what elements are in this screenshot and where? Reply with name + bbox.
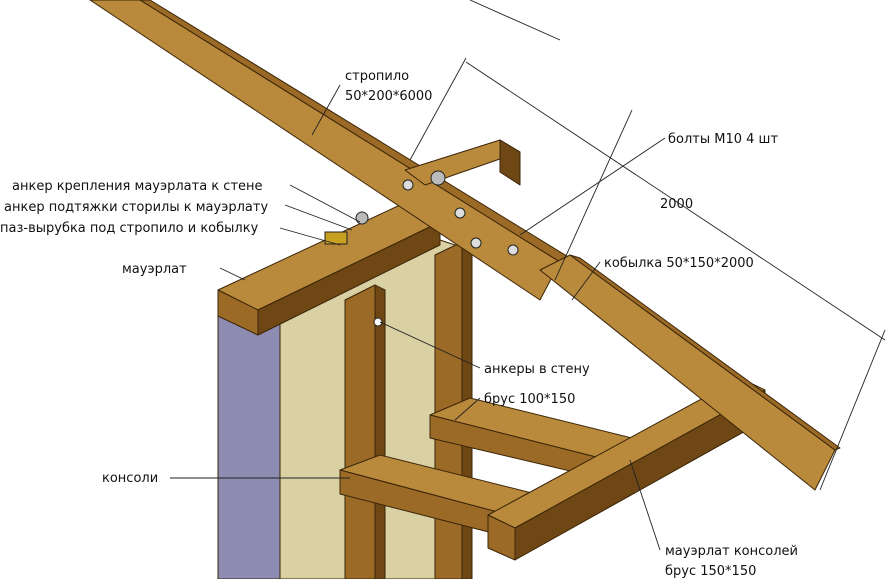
label-console-mauerlat: мауэрлат консолей <box>665 544 798 559</box>
washer-icon <box>430 170 446 186</box>
leader-console-mauerlat <box>629 459 661 551</box>
label-console-beam: брус 150*150 <box>665 564 756 579</box>
leader-kobylka <box>571 261 601 301</box>
leader-rafter <box>311 84 341 136</box>
label-dimension: 2000 <box>660 197 693 212</box>
leader-bolts <box>519 137 666 236</box>
leader-notch <box>279 227 341 246</box>
label-kobylka: кобылка 50*150*2000 <box>604 256 754 271</box>
dimension-line-top <box>469 0 561 41</box>
anchor-bolt-icon <box>355 211 369 225</box>
leader-mauerlat <box>219 267 246 281</box>
dimension-tick-right <box>819 329 886 491</box>
post-left-side <box>374 284 386 579</box>
mauerlat-beam-side <box>257 221 441 336</box>
bolt-icon <box>470 237 482 249</box>
label-anchor-tie: анкер подтяжки сторилы к мауэрлату <box>4 200 268 215</box>
leader-beam <box>454 397 481 421</box>
kobylka-board-side <box>569 254 841 451</box>
label-rafter-size: 50*200*6000 <box>345 89 432 104</box>
label-rafter-name: стропило <box>345 69 409 84</box>
dimension-line <box>465 61 886 341</box>
dimension-tick-left <box>409 57 467 161</box>
leader-anchor-tie <box>284 204 353 231</box>
bolt-icon <box>402 179 414 191</box>
wall-anchor-icon <box>373 317 383 327</box>
dimension-tick-mid <box>554 109 633 281</box>
label-notch: паз-вырубка под стропило и кобылку <box>0 221 259 236</box>
bolt-icon <box>507 244 519 256</box>
label-anchor-wall: анкер крепления мауэрлата к стене <box>12 179 263 194</box>
label-bolts: болты М10 4 шт <box>668 132 778 147</box>
label-consoles: консоли <box>102 471 158 486</box>
label-beam: брус 100*150 <box>484 392 575 407</box>
leader-anchors-wall <box>379 321 481 369</box>
post-left <box>344 284 376 579</box>
bolt-icon <box>454 207 466 219</box>
leader-anchor-wall <box>289 184 361 223</box>
wall-side-face <box>217 289 281 579</box>
rafter-crosspiece-side <box>499 139 521 186</box>
anchor-plate-icon <box>324 231 348 245</box>
label-anchors-wall: анкеры в стену <box>484 362 590 377</box>
label-mauerlat: мауэрлат <box>122 262 187 277</box>
